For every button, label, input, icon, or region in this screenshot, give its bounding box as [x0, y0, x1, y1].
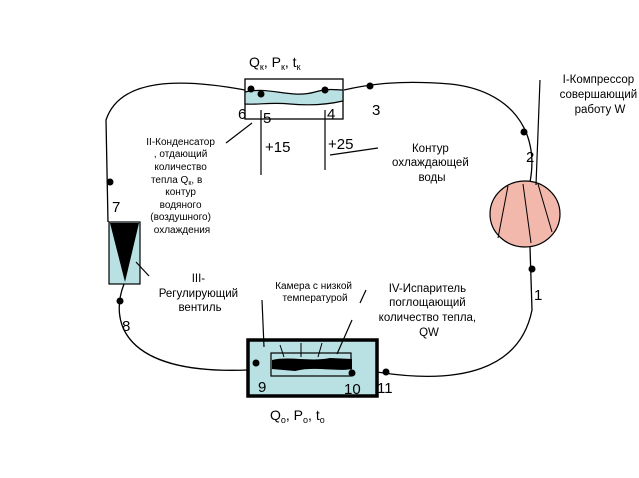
- condenser-pipe: [244, 88, 344, 106]
- valve-triangle: [110, 223, 139, 282]
- pipe-condenser-to-valve: [105, 82, 246, 223]
- point-dot-6: [247, 85, 255, 93]
- compressor: [489, 180, 561, 248]
- pipe-evaporator-to-compressor: [376, 246, 533, 377]
- evaporator-state-label: Qo, Po, to: [270, 407, 325, 425]
- compressor-pointer: [535, 79, 541, 186]
- condenser: [244, 78, 344, 120]
- point-dot-9: [252, 359, 260, 367]
- evap-tick-3: [317, 342, 323, 358]
- point-dot-10: [348, 369, 356, 377]
- point-dot-11: [382, 368, 390, 376]
- chamber-pointer-right: [336, 319, 353, 355]
- expansion-valve: [108, 221, 141, 285]
- point-dot-8: [116, 297, 124, 305]
- compressor-blade-right: [537, 183, 553, 233]
- temp-label-25: +25: [328, 136, 353, 153]
- point-label-9: 9: [258, 379, 266, 396]
- point-label-11: 11: [377, 380, 393, 397]
- point-label-5: 5: [263, 110, 271, 127]
- point-dot-5: [257, 90, 265, 98]
- point-dot-1: [528, 265, 536, 273]
- compressor-blade-left: [497, 185, 509, 239]
- point-dot-3: [366, 82, 374, 90]
- water-loop-pointer: [329, 147, 379, 156]
- evaporator: [246, 338, 379, 398]
- point-label-7: 7: [112, 199, 120, 216]
- point-label-10: 10: [344, 381, 361, 398]
- compressor-blade-mid: [522, 183, 532, 244]
- chamber-description: Камера с низкой температурой: [275, 281, 355, 304]
- condenser-pointer: [225, 122, 253, 144]
- evaporator-description: IV-Испаритель поглощающий количество теп…: [379, 283, 480, 339]
- evaporator-pointer: [359, 289, 367, 304]
- condenser-state-label: Qк, Pк, tк: [249, 54, 301, 72]
- chamber-pointer-left: [261, 299, 265, 348]
- point-label-8: 8: [122, 318, 130, 335]
- compressor-description: I-Компрессор совершающий работу W: [560, 74, 639, 116]
- point-dot-7: [106, 178, 114, 186]
- water-loop-description: Контур охлаждающей воды: [392, 143, 472, 184]
- valve-description: III- Регулирующий вентиль: [159, 273, 242, 314]
- point-dot-2: [520, 128, 528, 136]
- point-label-1: 1: [534, 287, 542, 304]
- valve-pointer: [135, 261, 150, 277]
- evaporator-coil: [272, 358, 352, 371]
- compressor-body: [489, 180, 561, 248]
- point-label-2: 2: [526, 149, 534, 166]
- temp-label-15: +15: [265, 139, 290, 156]
- point-label-6: 6: [238, 106, 246, 123]
- point-dot-4: [321, 86, 329, 94]
- condenser-description: II-Конденсатор , отдающий количество теп…: [146, 137, 217, 236]
- point-label-4: 4: [327, 106, 335, 123]
- point-label-3: 3: [372, 102, 380, 119]
- evap-tick-1: [279, 344, 285, 358]
